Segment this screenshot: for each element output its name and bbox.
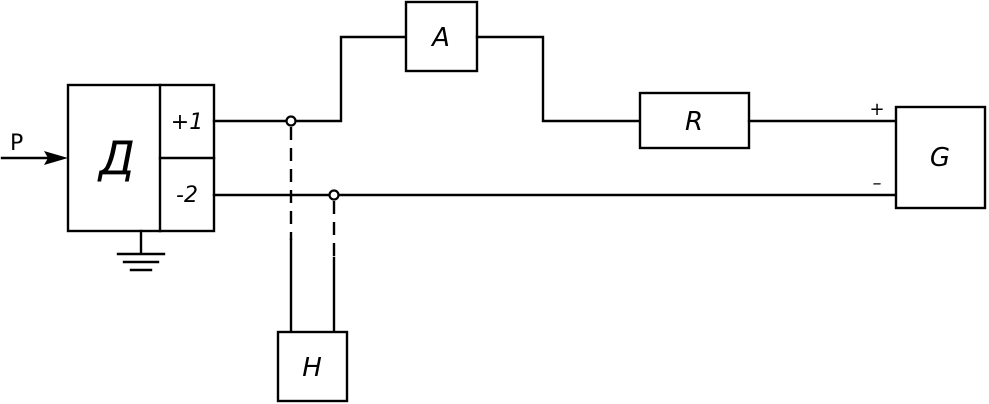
junction-plus bbox=[285, 115, 297, 127]
ground-symbol bbox=[116, 229, 166, 272]
terminal-2-label: -2 bbox=[176, 183, 198, 208]
wire-plus-to-a bbox=[212, 35, 408, 123]
input-arrow-head bbox=[44, 151, 68, 165]
block-g-label: G bbox=[930, 143, 950, 173]
block-g-plus-sign: + bbox=[869, 99, 884, 120]
block-a bbox=[404, 0, 479, 73]
wire-a-to-r bbox=[475, 35, 642, 123]
sensor-label: Д bbox=[97, 131, 135, 185]
block-r-label: R bbox=[685, 107, 703, 137]
junction-minus bbox=[328, 189, 340, 201]
block-a-label: A bbox=[430, 23, 450, 53]
block-h bbox=[276, 330, 349, 403]
input-label: P bbox=[10, 131, 23, 156]
block-g bbox=[894, 105, 987, 210]
block-g-minus-sign: – bbox=[873, 173, 882, 194]
block-h-label: H bbox=[302, 353, 322, 383]
terminal-1-label: +1 bbox=[171, 110, 203, 135]
